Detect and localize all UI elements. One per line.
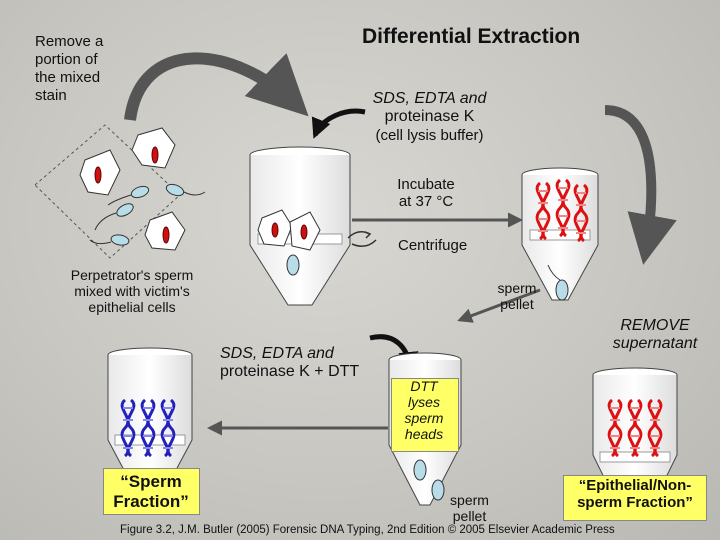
stain-sperm bbox=[89, 183, 206, 246]
tube-1 bbox=[249, 146, 351, 306]
sperm-fraction-label: “Sperm Fraction” bbox=[113, 472, 189, 511]
dtt-highlight bbox=[391, 378, 459, 452]
tube-2 bbox=[521, 167, 599, 301]
buffer-1-label: SDS, EDTA and proteinase K (cell lysis b… bbox=[372, 90, 487, 144]
remove-portion-label: Remove a portion of the mixed stain bbox=[35, 33, 104, 104]
arrow-stain-to-tube bbox=[124, 52, 309, 121]
sperm-pellet-label-2: sperm pellet bbox=[450, 492, 489, 525]
perpetrator-label: Perpetrator's sperm mixed with victim's … bbox=[70, 267, 194, 316]
stain-epithelial-cell bbox=[131, 127, 176, 169]
remove-supernatant-label: REMOVE supernatant bbox=[612, 317, 698, 353]
arrow-buffer-1 bbox=[311, 108, 366, 139]
centrifuge-icon bbox=[347, 231, 377, 247]
sperm-pellet-label-1: sperm pellet bbox=[497, 280, 537, 313]
arrow-pellet-to-tube3 bbox=[457, 288, 541, 323]
arrow-remove-supernatant bbox=[604, 105, 677, 265]
stain-epithelial-cell bbox=[144, 211, 186, 251]
figure-caption: Figure 3.2, J.M. Butler (2005) Forensic … bbox=[120, 524, 615, 536]
epithelial-fraction-label: “Epithelial/Non- sperm Fraction” bbox=[577, 477, 693, 512]
sperm-fraction-highlight bbox=[103, 468, 200, 515]
epithelial-fraction-highlight bbox=[563, 475, 707, 521]
buffer-2-label: SDS, EDTA and proteinase K + DTT bbox=[220, 345, 360, 381]
stain-epithelial-cell bbox=[79, 149, 121, 196]
centrifuge-label: Centrifuge bbox=[398, 237, 468, 254]
incubate-label: Incubate at 37 °C bbox=[397, 176, 455, 211]
page-title: Differential Extraction bbox=[362, 25, 581, 48]
dtt-lyses-label: DTT lyses sperm heads bbox=[404, 378, 444, 443]
tube-4 bbox=[107, 347, 193, 501]
